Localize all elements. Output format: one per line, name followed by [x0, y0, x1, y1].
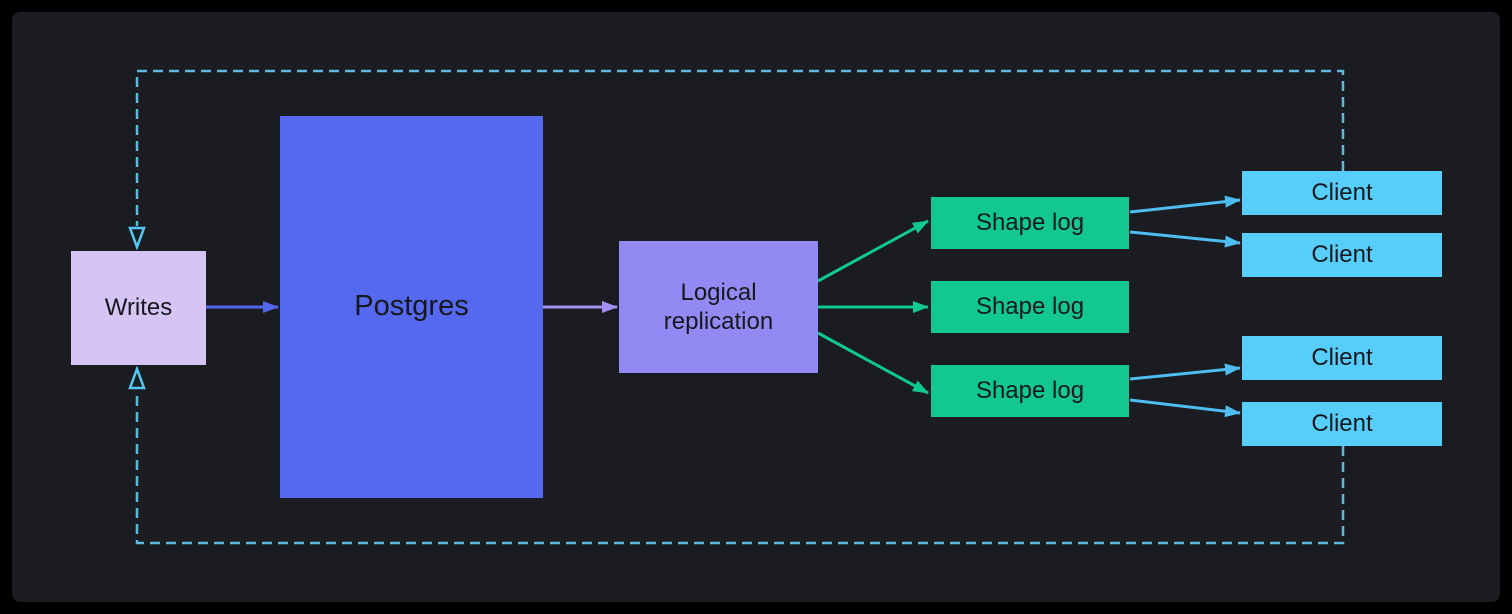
node-postgres: Postgres	[280, 116, 543, 498]
node-shape-log-3: Shape log	[931, 365, 1129, 417]
node-writes: Writes	[71, 251, 206, 365]
edge-shape-log-1-to-client-1	[1129, 195, 1241, 214]
node-shape-log-3-label: Shape log	[975, 377, 1085, 405]
node-writes-label: Writes	[104, 294, 173, 322]
node-client-4-label: Client	[1311, 410, 1373, 438]
edge-shape-log-3-to-client-4	[1129, 398, 1241, 418]
node-client-1-label: Client	[1311, 179, 1373, 207]
edge-replication-to-shape-log-3	[817, 331, 929, 395]
node-client-1: Client	[1242, 171, 1442, 215]
node-shape-log-2: Shape log	[931, 281, 1129, 333]
node-shape-log-2-label: Shape log	[975, 293, 1085, 321]
sync-loop-arrowhead-bottom	[128, 365, 146, 390]
node-client-3-label: Client	[1311, 344, 1373, 372]
sync-loop-bottom-path	[135, 390, 1345, 545]
node-client-2-label: Client	[1311, 241, 1373, 269]
node-logical-replication-label: Logical replication	[663, 278, 774, 335]
sync-loop-arrowhead-top	[128, 226, 146, 251]
node-client-4: Client	[1242, 402, 1442, 446]
sync-loop-top-path	[135, 69, 1345, 226]
edge-shape-log-1-to-client-2	[1129, 230, 1241, 248]
node-logical-replication: Logical replication	[619, 241, 818, 373]
node-shape-log-1: Shape log	[931, 197, 1129, 249]
edge-replication-to-shape-log-1	[817, 219, 929, 283]
node-client-3: Client	[1242, 336, 1442, 380]
edge-shape-log-3-to-client-3	[1129, 363, 1241, 381]
node-client-2: Client	[1242, 233, 1442, 277]
node-shape-log-1-label: Shape log	[975, 209, 1085, 237]
node-postgres-label: Postgres	[354, 290, 469, 323]
